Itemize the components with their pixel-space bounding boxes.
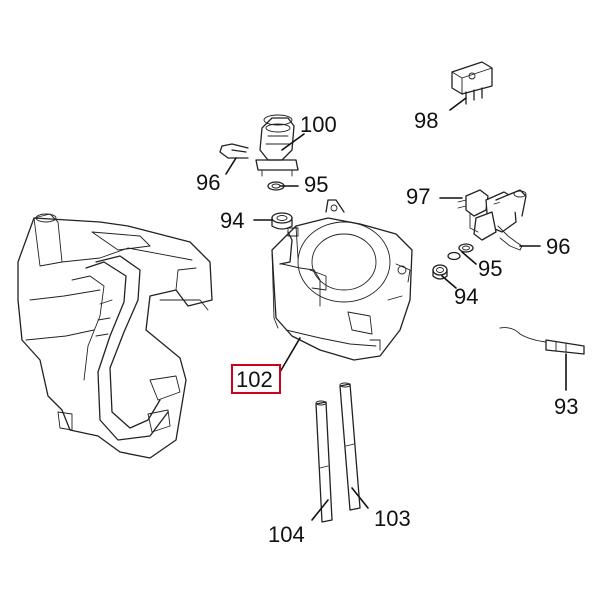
clip-part-96b (497, 225, 523, 251)
water-tank-part (17, 213, 213, 459)
callout-98: 98 (414, 108, 438, 133)
callout-103: 103 (374, 506, 411, 531)
callout-96-right: 96 (546, 234, 570, 259)
bushing-part-94a (271, 212, 293, 230)
oring-part-95b (458, 243, 474, 253)
bushing-part-94b (432, 264, 448, 280)
callout-95-right: 95 (478, 256, 502, 281)
callout-95-upper: 95 (304, 172, 328, 197)
valve-part-100 (255, 114, 299, 177)
callout-100: 100 (300, 112, 337, 137)
boiler-part-102 (271, 199, 413, 361)
callout-94-upper: 94 (220, 208, 244, 233)
callout-93: 93 (554, 394, 578, 419)
callout-104: 104 (268, 522, 305, 547)
callout-94-right: 94 (454, 284, 478, 309)
rod-part-103 (339, 382, 361, 511)
clip-part-96a (219, 143, 249, 159)
callout-97: 97 (406, 184, 430, 209)
callout-102: 102 (236, 367, 273, 392)
callout-96-upper: 96 (196, 170, 220, 195)
switch-part-98 (451, 61, 493, 105)
sensor-part-93 (499, 327, 585, 355)
highlight-box-102 (231, 364, 281, 394)
leader-lines (225, 97, 567, 521)
rod-part-104 (315, 400, 333, 523)
valve-part-97 (457, 189, 527, 241)
